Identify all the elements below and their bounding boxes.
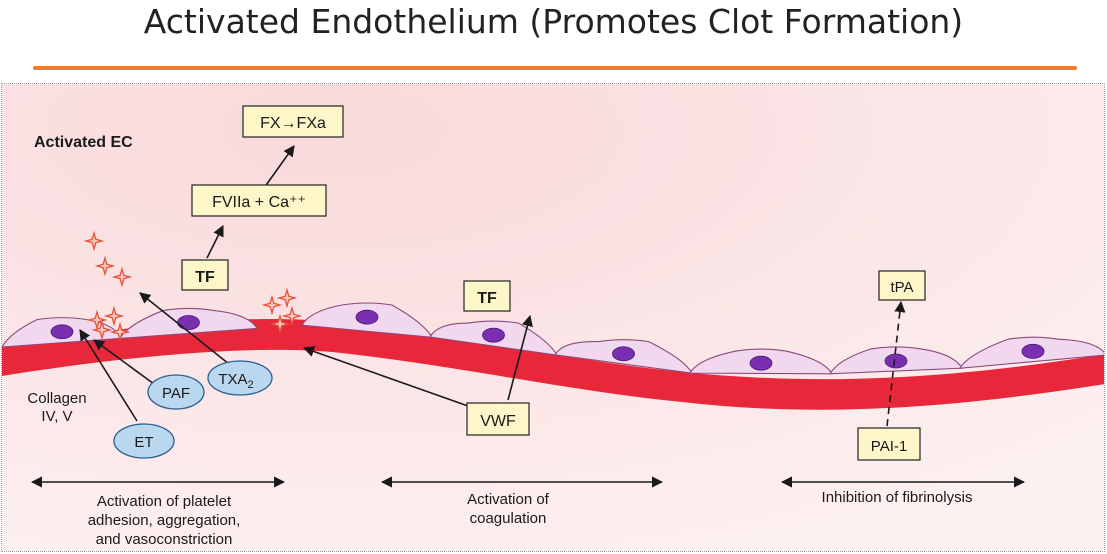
platelet bbox=[261, 294, 283, 316]
basement-membrane bbox=[2, 319, 1104, 410]
platelet bbox=[111, 266, 133, 288]
arrow-fviia-to-fx bbox=[263, 145, 295, 189]
collagen-label-line2: IV, V bbox=[41, 408, 72, 425]
collagen-label-line1: Collagen bbox=[27, 390, 86, 407]
cell-nucleus bbox=[749, 355, 773, 371]
platelet-group bbox=[83, 230, 303, 343]
box-tpa-label: tPA bbox=[890, 279, 913, 296]
endothelium-diagram: FX→FXa FVIIa + Ca⁺⁺ TF TF tPA VWF PAI-1 … bbox=[2, 84, 1104, 551]
arrow-vwf-to-tf bbox=[507, 314, 533, 401]
region-coagulation-line1: Activation of bbox=[467, 491, 550, 508]
box-tf-mid-label: TF bbox=[477, 290, 497, 307]
oval-et: ET bbox=[113, 423, 175, 459]
arrow-txa2-to-platelets bbox=[139, 292, 230, 365]
endothelial-cell-layer bbox=[2, 302, 1104, 375]
box-fx-label: FX→FXa bbox=[260, 115, 326, 132]
box-tf-left: TF bbox=[181, 259, 229, 291]
slide-title: Activated Endothelium (Promotes Clot For… bbox=[143, 2, 964, 41]
box-pai1: PAI-1 bbox=[857, 427, 921, 461]
box-tf-left-label: TF bbox=[195, 269, 215, 286]
oval-et-label: ET bbox=[134, 434, 153, 451]
oval-paf: PAF bbox=[147, 374, 205, 410]
oval-paf-label: PAF bbox=[162, 385, 190, 402]
region-coagulation-line2: coagulation bbox=[470, 510, 547, 527]
platelet bbox=[86, 309, 108, 331]
arrow-vwf-to-collagen bbox=[302, 346, 469, 407]
region-platelet-line2: adhesion, aggregation, bbox=[88, 512, 241, 529]
region-platelet-line1: Activation of platelet bbox=[97, 493, 232, 510]
cell-nucleus bbox=[177, 315, 200, 330]
arrow-pai1-to-tpa bbox=[886, 300, 906, 427]
platelet bbox=[281, 305, 303, 327]
box-fviia-label: FVIIa + Ca⁺⁺ bbox=[212, 194, 306, 211]
platelet bbox=[276, 287, 298, 309]
oval-txa2-label: TXA2 bbox=[218, 371, 253, 391]
platelet bbox=[91, 319, 113, 341]
region-platelet-line3: and vasoconstriction bbox=[96, 531, 233, 548]
cell-nucleus bbox=[884, 353, 908, 369]
figure-frame: FX→FXa FVIIa + Ca⁺⁺ TF TF tPA VWF PAI-1 … bbox=[1, 83, 1105, 552]
platelet bbox=[269, 313, 291, 335]
platelet bbox=[109, 321, 131, 343]
title-underline bbox=[33, 66, 1077, 70]
box-vwf-label: VWF bbox=[480, 413, 516, 430]
platelet bbox=[103, 305, 125, 327]
oval-txa2: TXA2 bbox=[207, 360, 273, 396]
box-tf-mid: TF bbox=[463, 280, 511, 312]
cell-nucleus bbox=[482, 327, 505, 343]
cell-nucleus bbox=[1021, 343, 1045, 359]
activated-ec-label: Activated EC bbox=[34, 134, 133, 151]
cell-nucleus bbox=[50, 324, 74, 340]
cell-nucleus bbox=[612, 346, 635, 362]
arrows bbox=[30, 145, 1026, 488]
arrow-et-to-platelets bbox=[79, 329, 138, 422]
cell-nucleus bbox=[355, 309, 379, 325]
box-tpa: tPA bbox=[878, 270, 926, 301]
arrow-tf-to-fviia bbox=[206, 224, 224, 259]
arrow-paf-to-platelets bbox=[93, 339, 155, 385]
box-fviia: FVIIa + Ca⁺⁺ bbox=[191, 184, 327, 217]
box-fx: FX→FXa bbox=[242, 105, 344, 138]
platelet bbox=[83, 230, 105, 252]
box-vwf: VWF bbox=[466, 402, 530, 436]
region-fibrinolysis-line1: Inhibition of fibrinolysis bbox=[822, 489, 973, 506]
box-pai1-label: PAI-1 bbox=[871, 438, 907, 455]
platelet bbox=[94, 255, 116, 277]
